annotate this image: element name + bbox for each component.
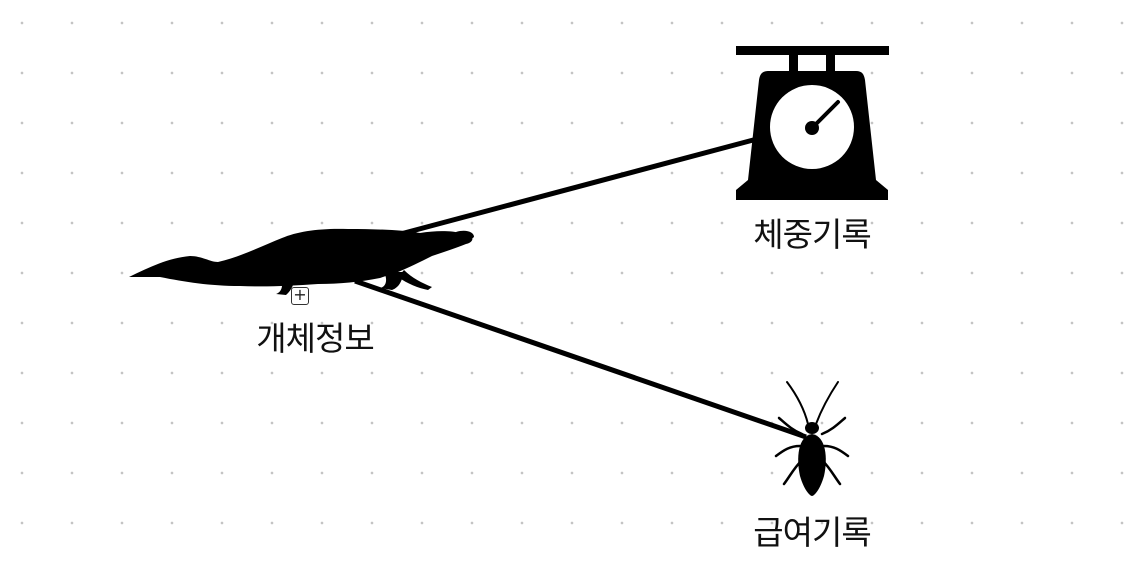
crocodile-icon[interactable] — [129, 228, 474, 295]
node-label-individual: 개체정보 — [256, 319, 374, 358]
expand-node-button[interactable]: + — [291, 287, 309, 305]
node-label-weight: 체중기록 — [753, 215, 871, 254]
edge-individual-to-weight[interactable] — [392, 136, 758, 239]
node-label-feeding: 급여기록 — [753, 513, 871, 552]
scale-icon[interactable] — [736, 46, 889, 200]
cockroach-icon[interactable] — [774, 381, 850, 496]
edge-individual-to-feeding[interactable] — [354, 278, 807, 440]
